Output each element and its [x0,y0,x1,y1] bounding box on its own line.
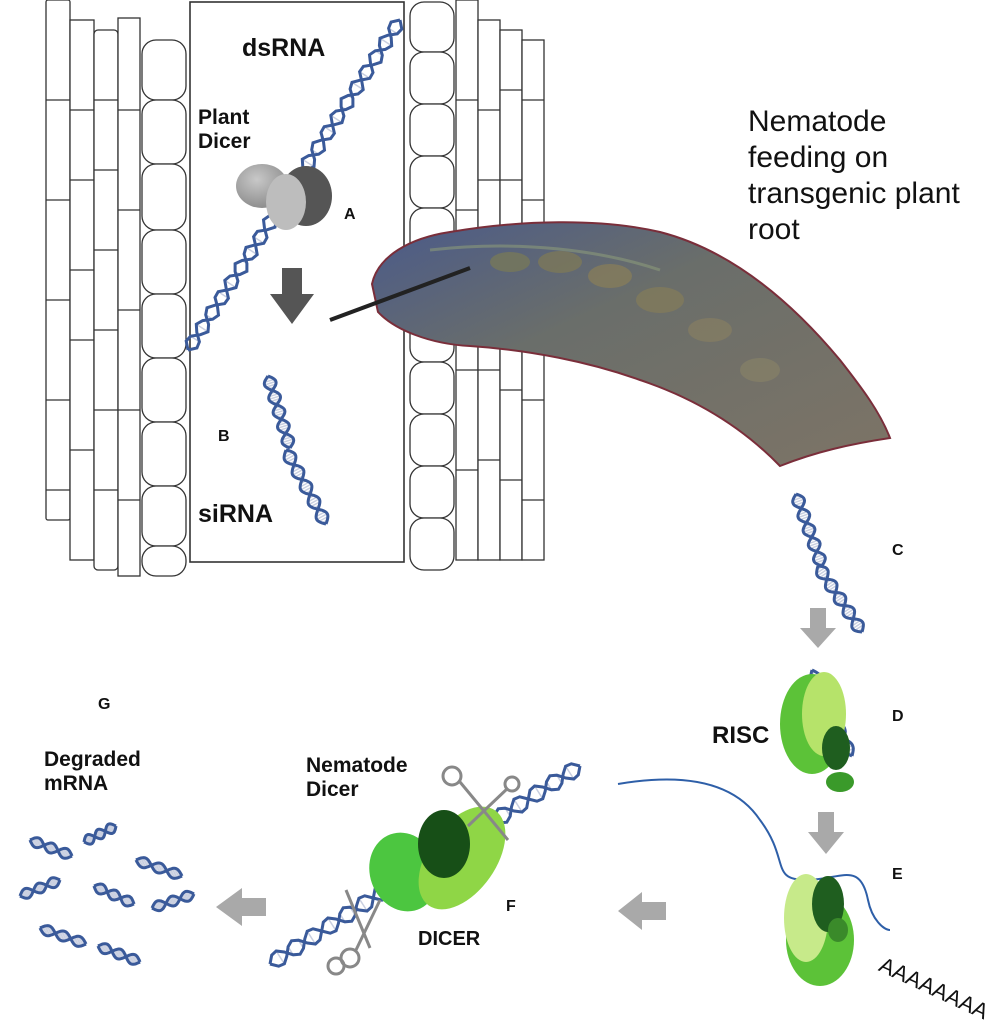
label-degraded-mrna: Degraded mRNA [44,748,141,796]
label-nematode-dicer-line2: Dicer [306,778,359,801]
root-cells-left [45,0,187,577]
degraded-frag-1 [28,836,74,860]
degraded-frag-5 [92,882,136,908]
nematode-dicer-shape [369,806,506,912]
risc-mrna-complex [784,874,854,986]
label-g: G [98,696,111,713]
label-risc: RISC [712,722,770,749]
label-nematode-feeding-line2: feeding on [748,141,889,174]
scissors-icon-bottom [326,889,382,976]
arrow-f-to-g [216,888,266,926]
label-sirna: siRNA [198,500,274,528]
label-nematode-dicer-line1: Nematode [306,754,408,777]
label-a: A [344,206,356,223]
label-c: C [892,542,904,559]
degraded-frag-2 [82,822,118,846]
arrow-e-to-f [618,892,666,930]
label-dsrna: dsRNA [242,34,326,62]
mrna-strand [617,778,891,931]
arrow-c-to-d [800,608,836,648]
sirna-helix-2 [282,448,330,526]
label-plant-dicer: Plant Dicer [198,106,251,154]
scissors-icon-top [441,765,521,841]
label-nematode-feeding-line1: Nematode [748,105,887,138]
arrow-cell-down [270,268,314,324]
degraded-frag-3 [134,856,184,880]
label-nematode-feeding: Nematode feeding on transgenic plant roo… [748,104,1000,248]
label-degraded-line2: mRNA [44,772,109,795]
label-nematode-feeding-line4: root [748,213,800,246]
degraded-frag-6 [150,889,196,913]
degraded-frag-4 [18,876,62,900]
label-d: D [892,708,904,725]
label-f: F [506,898,516,915]
sirna-helix-c2 [815,564,865,634]
sirna-helix-1 [262,374,296,450]
label-plant-dicer-line1: Plant [198,106,250,129]
label-e: E [892,866,903,883]
label-dicer: DICER [418,928,481,950]
degraded-frag-8 [96,942,142,966]
sirna-helix-c1 [791,492,827,568]
degraded-frag-7 [38,924,88,948]
label-degraded-line1: Degraded [44,748,141,771]
label-nematode-dicer: Nematode Dicer [306,754,408,802]
label-plant-dicer-line2: Dicer [198,130,251,153]
plant-dicer-shape [236,164,332,230]
risc-complex [780,672,854,792]
label-nematode-feeding-line3: transgenic plant [748,177,960,210]
label-b: B [218,428,230,445]
arrow-d-to-e [808,812,844,854]
nematode-body [329,221,892,468]
